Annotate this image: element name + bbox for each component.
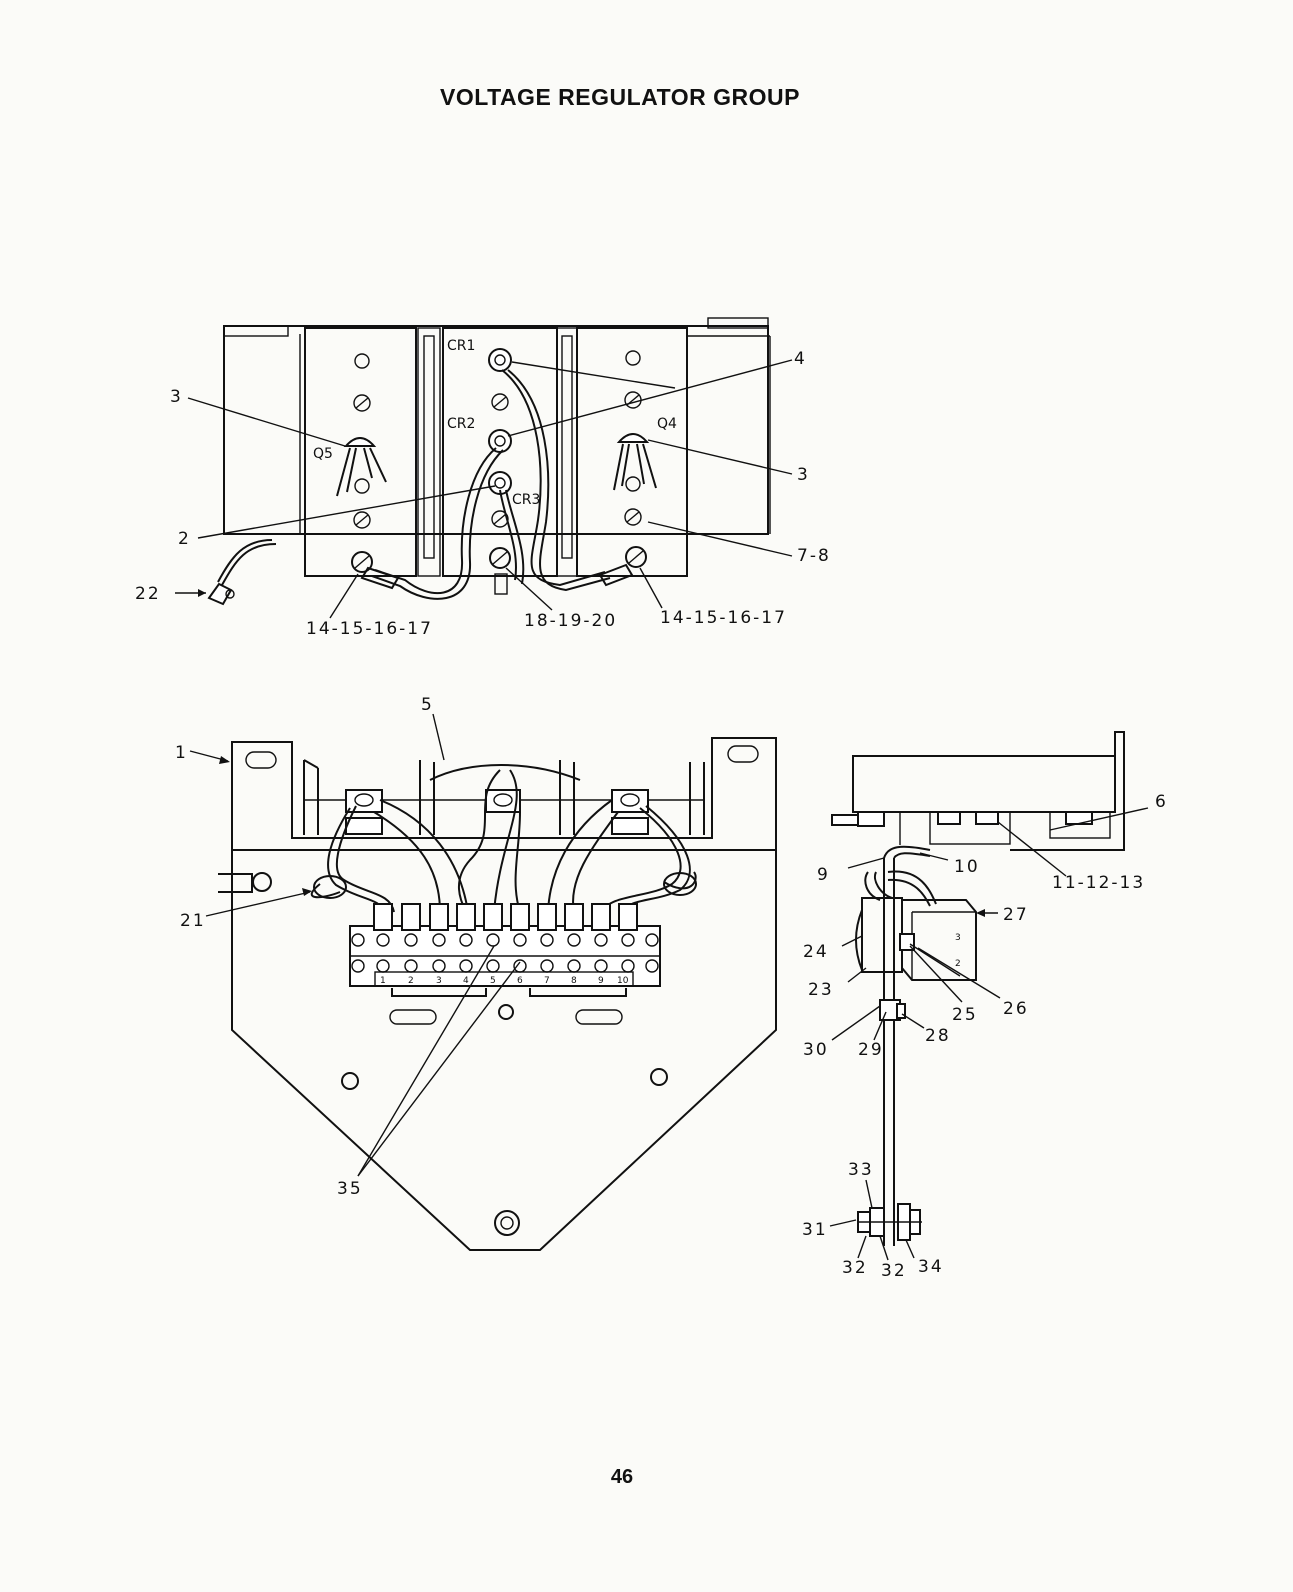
callout-10: 10: [954, 857, 980, 877]
mark-q5: Q5: [313, 446, 333, 462]
terminal-number-5: 5: [490, 976, 496, 986]
callout-2: 2: [178, 529, 191, 549]
callout-22: 22: [135, 584, 161, 604]
side-heatsink-body: [853, 756, 1115, 812]
callout-14-15-16-17-right: 14-15-16-17: [660, 608, 787, 628]
front-view-mounting-plate: 1 2 3 4 5 6 7 8 9 10 5 1 21 35: [175, 695, 776, 1250]
callout-35: 35: [337, 1179, 363, 1199]
terminal-number-9: 9: [598, 976, 604, 986]
mark-cr1: CR1: [447, 338, 475, 354]
page-number: 46: [600, 1466, 644, 1489]
terminal-number-10: 10: [617, 976, 629, 986]
callout-33: 33: [848, 1160, 874, 1180]
callout-3-left: 3: [170, 387, 183, 407]
callout-21: 21: [180, 911, 206, 931]
callout-24: 24: [803, 942, 829, 962]
callout-11-12-13: 11-12-13: [1052, 873, 1145, 893]
mark-q4: Q4: [657, 416, 677, 432]
callout-26: 26: [1003, 999, 1029, 1019]
terminal-number-2: 2: [408, 976, 414, 986]
callout-30: 30: [803, 1040, 829, 1060]
terminal-number-7: 7: [544, 976, 550, 986]
transistor-q4: [614, 434, 656, 490]
terminal-number-8: 8: [571, 976, 577, 986]
callout-32-right: 32: [881, 1261, 907, 1281]
terminal-number-3: 3: [436, 976, 442, 986]
terminal-number-1: 1: [380, 976, 386, 986]
top-view-heatsink-assembly: CR1 CR2 CR3 Q5 Q4 3 4 3 2 7-8 22 14-15-1…: [135, 318, 831, 639]
callout-3-right: 3: [797, 465, 810, 485]
callout-18-19-20: 18-19-20: [524, 611, 617, 631]
callout-7-8: 7-8: [797, 546, 831, 566]
mounting-plate: [232, 738, 776, 1250]
callout-1: 1: [175, 743, 188, 763]
mark-cr3: CR3: [512, 492, 540, 508]
side-terminal-mark-2: 2: [955, 959, 961, 969]
mark-cr2: CR2: [447, 416, 475, 432]
side-terminal-mark-3: 3: [955, 933, 961, 943]
callout-27: 27: [1003, 905, 1029, 925]
callout-29: 29: [858, 1040, 884, 1060]
callout-4: 4: [794, 349, 807, 369]
callout-31: 31: [802, 1220, 828, 1240]
terminal-number-6: 6: [517, 976, 523, 986]
callout-28: 28: [925, 1026, 951, 1046]
callout-23: 23: [808, 980, 834, 1000]
transistor-q5: [337, 438, 386, 496]
callout-6: 6: [1155, 792, 1168, 812]
terminal-number-4: 4: [463, 976, 469, 986]
callout-25: 25: [952, 1005, 978, 1025]
callout-5: 5: [421, 695, 434, 715]
callout-14-15-16-17-left: 14-15-16-17: [306, 619, 433, 639]
diode-cr2: [489, 430, 511, 452]
diode-cr1: [489, 349, 511, 371]
side-view-assembly: 3 2 6 9 10 11-12-13 27: [802, 732, 1168, 1281]
callout-9: 9: [817, 865, 830, 885]
callout-34: 34: [918, 1257, 944, 1277]
callout-32-left: 32: [842, 1258, 868, 1278]
